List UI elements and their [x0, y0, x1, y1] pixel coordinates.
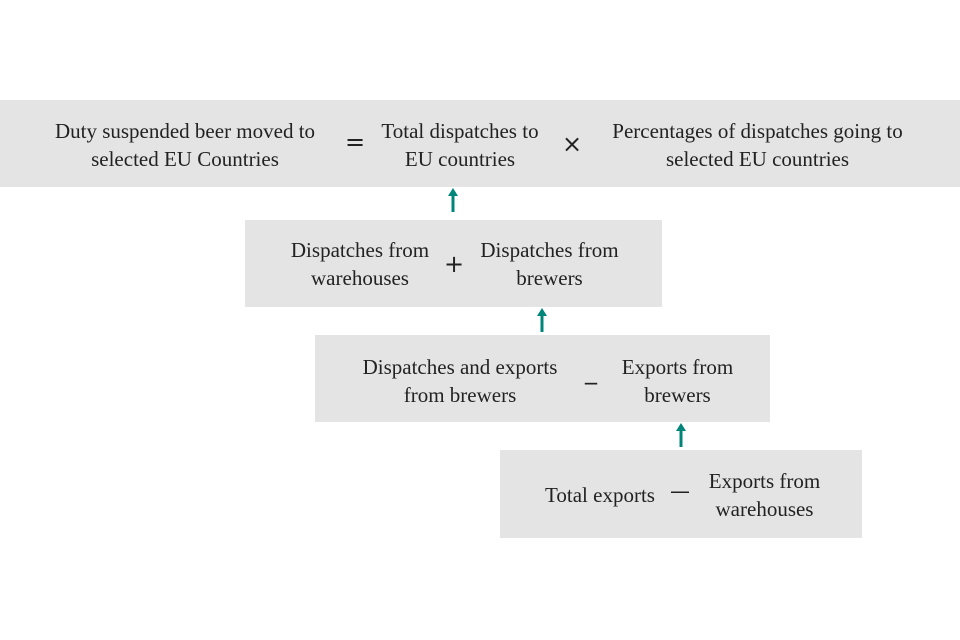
term-total-dispatches: Total dispatches to EU countries — [381, 119, 539, 171]
formula-box-exports-brewers: Total exports — Exports from warehouses — [500, 450, 862, 538]
term-exports-warehouses: Exports from warehouses — [708, 469, 821, 521]
multiply-operator: × — [562, 130, 583, 158]
term-duty-suspended-beer: Duty suspended beer moved to selected EU… — [54, 119, 316, 171]
term-total-exports: Total exports — [545, 483, 655, 507]
equals-operator: = — [345, 128, 366, 156]
term-dispatches-warehouses: Dispatches from warehouses — [290, 238, 430, 290]
formula-box-duty-suspended: Duty suspended beer moved to selected EU… — [0, 100, 960, 187]
plus-operator: + — [444, 250, 465, 278]
arrow-up-icon — [537, 308, 547, 332]
formula-box-total-dispatches: Dispatches from warehouses + Dispatches … — [245, 220, 662, 307]
term-dispatches-brewers: Dispatches from brewers — [480, 238, 619, 290]
term-percentages-dispatches: Percentages of dispatches going to selec… — [612, 119, 903, 171]
minus-operator: — — [670, 479, 690, 503]
arrow-up-icon — [448, 188, 458, 212]
term-dispatches-exports-brewers: Dispatches and exports from brewers — [362, 355, 558, 407]
arrow-up-icon — [676, 423, 686, 447]
term-exports-brewers: Exports from brewers — [621, 355, 734, 407]
minus-operator: _ — [585, 357, 597, 385]
formula-box-dispatches-brewers: Dispatches and exports from brewers _ Ex… — [315, 335, 770, 422]
